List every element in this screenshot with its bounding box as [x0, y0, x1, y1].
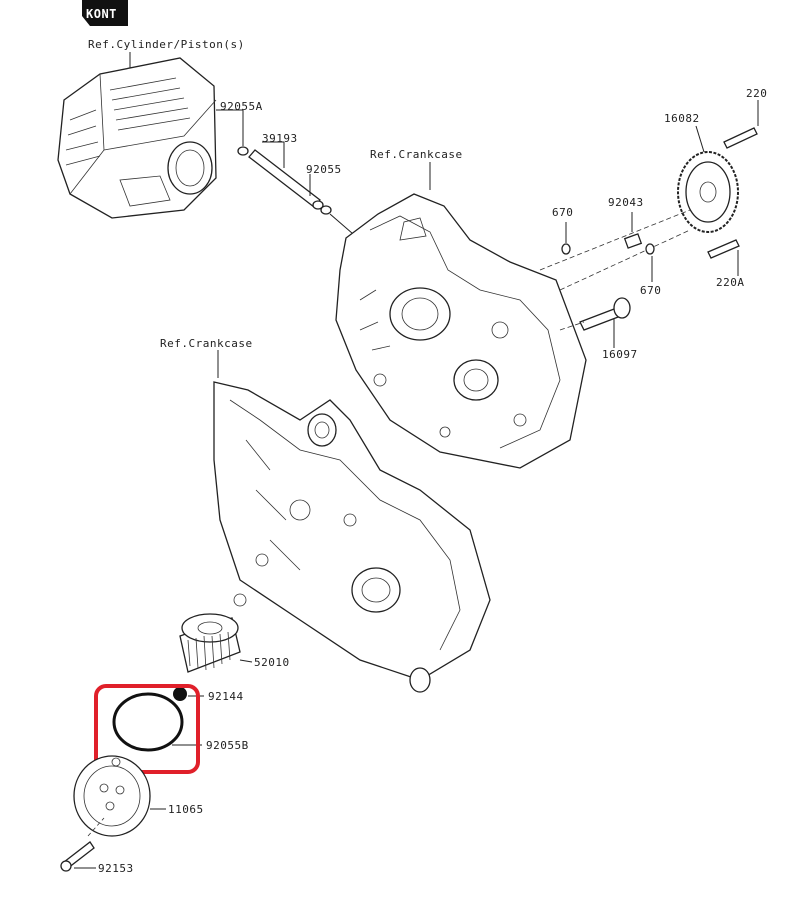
part-label-670b: 670 [640, 284, 661, 297]
crankcase-left [213, 350, 491, 693]
part-label-92055: 92055 [306, 163, 342, 176]
part-label-16097: 16097 [602, 348, 638, 361]
part-label-92153: 92153 [98, 862, 134, 875]
ref-crankcase-left-label: Ref.Crankcase [160, 337, 253, 350]
logo-text: KONT [86, 7, 117, 21]
part-label-39193: 39193 [262, 132, 298, 145]
part-label-92055A: 92055A [220, 100, 263, 113]
part-label-220A: 220A [716, 276, 745, 289]
filter-cover [73, 755, 166, 837]
kawasaki-logo: KONT [82, 0, 128, 26]
part-label-52010: 52010 [254, 656, 290, 669]
ref-cylinder-label: Ref.Cylinder/Piston(s) [88, 38, 245, 51]
part-label-220: 220 [746, 87, 767, 100]
ref-crankcase-right-label: Ref.Crankcase [370, 148, 463, 161]
highlight-box [94, 684, 200, 774]
gear-assembly [539, 100, 759, 348]
part-label-92144: 92144 [208, 690, 244, 703]
part-label-670: 670 [552, 206, 573, 219]
o-ring-part [112, 692, 202, 752]
crankcase-right [335, 162, 587, 469]
part-label-92043: 92043 [608, 196, 644, 209]
oil-pipe-assembly [216, 109, 361, 241]
part-label-92055B: 92055B [206, 739, 249, 752]
part-label-16082: 16082 [664, 112, 700, 125]
part-label-11065: 11065 [168, 803, 204, 816]
oil-filter [179, 613, 253, 673]
bolt-part [60, 817, 105, 872]
cylinder-head-assembly [57, 52, 217, 219]
